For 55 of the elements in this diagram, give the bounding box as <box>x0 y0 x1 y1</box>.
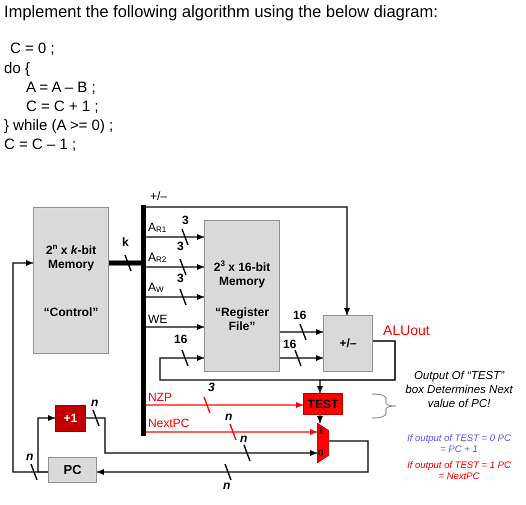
code-line: C = C – 1 ; <box>4 136 76 154</box>
bus-width-label: 16 <box>283 338 296 352</box>
multiplexer: 1 0 <box>317 423 329 463</box>
code-line: do { <box>4 60 30 78</box>
bus-width-label: 3 <box>208 381 215 395</box>
arrow <box>146 429 317 435</box>
control-bus <box>141 205 146 436</box>
arrow <box>146 206 350 315</box>
bus-width-label: n <box>223 479 230 493</box>
arrow <box>97 440 369 475</box>
bus-width-label: n <box>225 410 232 424</box>
arrow <box>146 402 303 408</box>
code-line: } while (A >= 0) ; <box>4 117 114 134</box>
alu-block: +/– <box>323 315 373 372</box>
arrow <box>317 415 323 423</box>
condition-note: If output of TEST = 1 PC = NextPC <box>406 460 512 483</box>
bus-width-label: 3 <box>177 272 184 286</box>
signal-label: +/– <box>150 190 168 204</box>
bus-width-label: n <box>91 396 98 410</box>
arrow <box>86 417 317 456</box>
arrow <box>12 260 48 473</box>
bus-width-label: 3 <box>177 240 184 254</box>
bus-width-label: 16 <box>174 333 188 347</box>
pc-register: PC <box>48 457 97 483</box>
test-block: TEST <box>303 393 343 415</box>
signal-label: NZP <box>148 391 172 405</box>
arrow <box>146 264 204 270</box>
incrementer-block: +1 <box>55 405 86 432</box>
code-line: C = C + 1 ; <box>26 98 99 116</box>
condition-note: If output of TEST = 0 PC = PC + 1 <box>406 433 512 456</box>
signal-label: A$_{W}$ <box>148 281 164 295</box>
signal-label: NextPC <box>148 417 190 431</box>
title: Implement the following algorithm using the below diagram: <box>4 3 438 22</box>
note-text: Output Of “TEST” box Determines Next value of PC! <box>404 370 514 412</box>
memory-block: 2$^{n}$ x k-bit Memory “Control” <box>33 207 109 354</box>
arrow <box>280 355 323 361</box>
arrow <box>317 340 396 393</box>
register-file-block: 2$^{3}$ x 16-bit Memory “Register File” <box>204 220 280 372</box>
signal-label: ALUout <box>383 322 430 338</box>
code-line: C = 0 ; <box>10 40 55 58</box>
bus-width-label: 3 <box>182 214 189 228</box>
signal-label: A$_{R1}$ <box>148 221 166 235</box>
bus-line <box>109 260 141 266</box>
arrow <box>146 324 204 330</box>
signal-label: WE <box>148 313 168 327</box>
code-line: A = A – B ; <box>26 79 96 96</box>
signal-label: A$_{R2}$ <box>148 251 166 265</box>
bus-width-label: k <box>122 236 129 250</box>
arrow <box>37 415 55 473</box>
arrow <box>146 294 204 300</box>
arrow <box>280 329 323 335</box>
bus-width-label: n <box>240 432 248 446</box>
arrow <box>146 234 204 240</box>
bus-width-label: 16 <box>293 309 306 323</box>
bus-width-label: n <box>26 450 34 464</box>
